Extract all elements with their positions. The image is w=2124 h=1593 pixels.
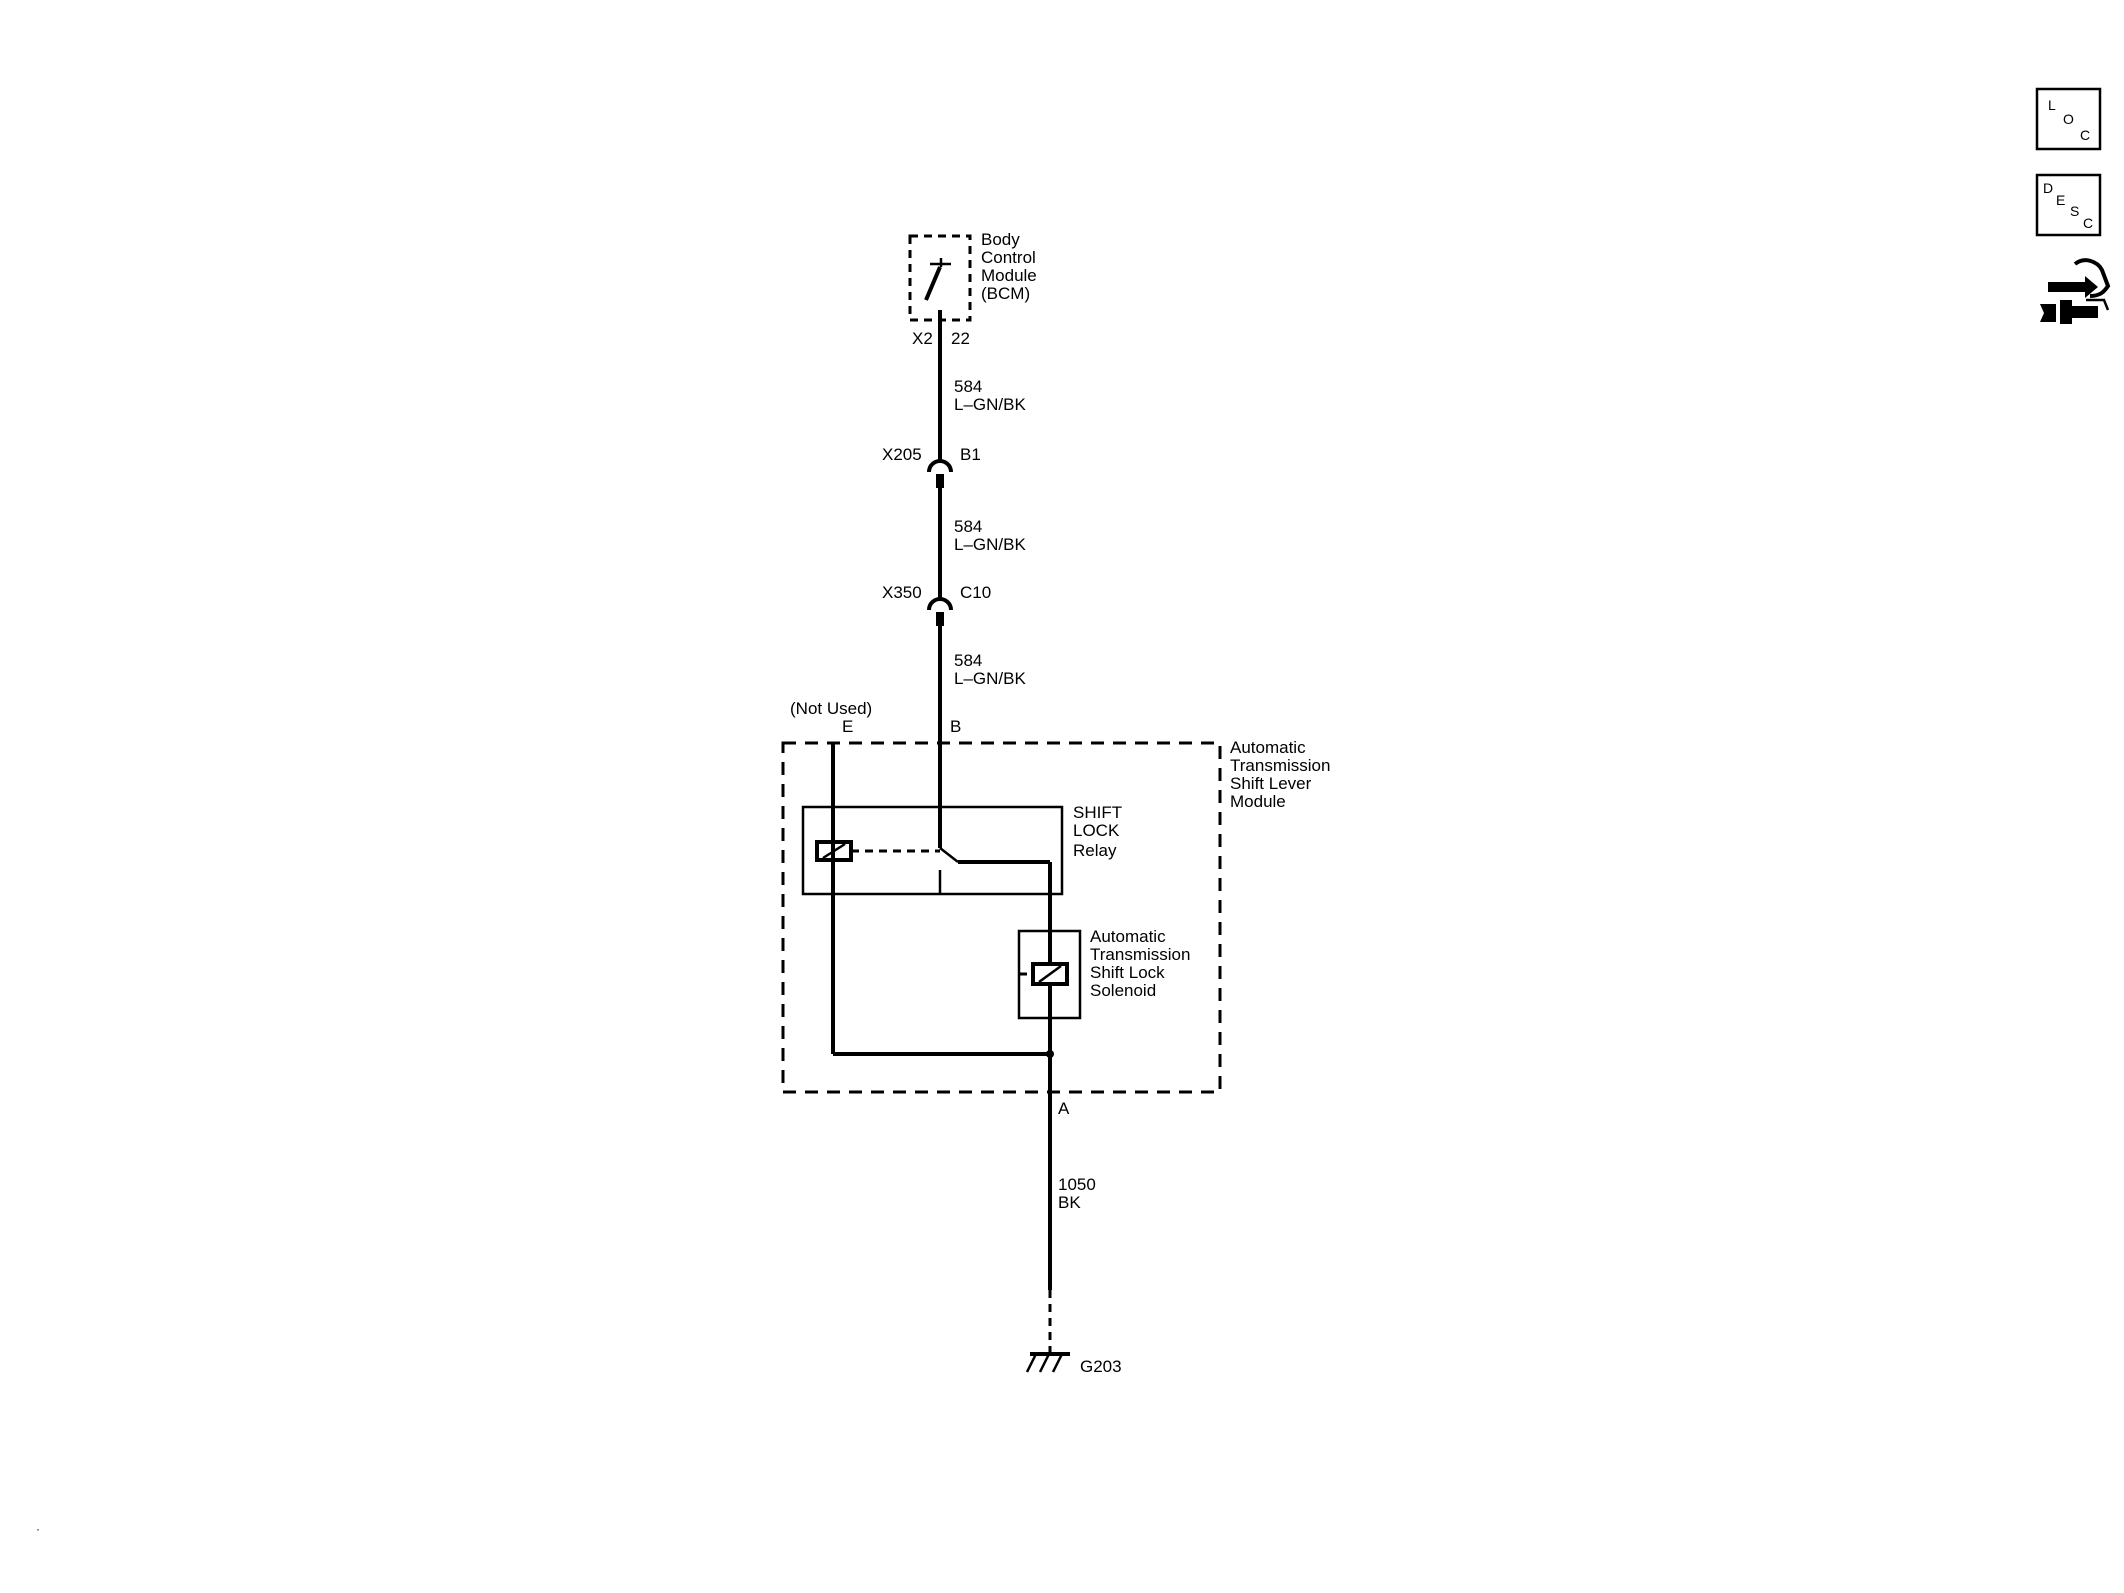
wire1-color: L–GN/BK	[954, 395, 1026, 414]
ground-name: G203	[1080, 1357, 1122, 1376]
shift-lock-relay: SHIFT LOCK Relay	[801, 803, 1122, 940]
module-label-line2: Transmission	[1230, 756, 1330, 775]
shift-lever-module-box	[781, 741, 1222, 1094]
pin-a-label: A	[1058, 1099, 1070, 1118]
bcm-dashed-box	[908, 234, 972, 322]
wire3-color: L–GN/BK	[954, 669, 1026, 688]
pin-e-note: (Not Used)	[790, 699, 872, 718]
solenoid-label-line4: Solenoid	[1090, 981, 1156, 1000]
svg-text:L: L	[2048, 97, 2056, 113]
bcm-label-line4: (BCM)	[981, 284, 1030, 303]
bcm-component: Body Control Module (BCM) X2 22	[908, 230, 1037, 348]
loc-button[interactable]: L O C	[2035, 87, 2102, 151]
solenoid-label-line3: Shift Lock	[1090, 963, 1165, 982]
relay-label-line1: SHIFT	[1073, 803, 1122, 822]
svg-text:C: C	[2080, 127, 2090, 143]
svg-text:C: C	[2083, 215, 2093, 231]
relay-box	[801, 805, 1064, 896]
bcm-connector-label: X2	[912, 329, 933, 348]
x205-name: X205	[882, 445, 922, 464]
svg-text:D: D	[2043, 180, 2053, 196]
module-label-line3: Shift Lever	[1230, 774, 1312, 793]
relay-switch-arm	[939, 847, 959, 863]
bcm-label-line2: Control	[981, 248, 1036, 267]
pin-b-label: B	[950, 717, 961, 736]
connector-hand-icon[interactable]	[2030, 250, 2111, 334]
bcm-label-line3: Module	[981, 266, 1037, 285]
wire1-circuit: 584	[954, 377, 982, 396]
bcm-switch-contact	[924, 266, 942, 301]
module-label-line1: Automatic	[1230, 738, 1306, 757]
wire2-circuit: 584	[954, 517, 982, 536]
solenoid-label-line1: Automatic	[1090, 927, 1166, 946]
relay-label-line3: Relay	[1073, 841, 1117, 860]
desc-button[interactable]: D E S C	[2035, 173, 2102, 237]
svg-text:O: O	[2063, 111, 2074, 127]
relay-label-line2: LOCK	[1073, 821, 1120, 840]
ground-symbol-icon: G203	[1025, 1352, 1122, 1376]
svg-text:E: E	[2056, 192, 2065, 208]
x350-name: X350	[882, 583, 922, 602]
shift-lock-solenoid: Automatic Transmission Shift Lock Soleno…	[1017, 927, 1190, 1054]
x350-pin: C10	[960, 583, 991, 602]
ground-wire-color: BK	[1058, 1193, 1081, 1212]
pin-e-label: E	[842, 717, 853, 736]
bcm-pin-label: 22	[951, 329, 970, 348]
solenoid-label-line2: Transmission	[1090, 945, 1190, 964]
corner-mark: ·	[36, 1522, 40, 1536]
module-label-line4: Module	[1230, 792, 1286, 811]
svg-text:S: S	[2070, 203, 2079, 219]
wire2-color: L–GN/BK	[954, 535, 1026, 554]
x205-pin: B1	[960, 445, 981, 464]
connector-x205: X205 B1	[882, 445, 981, 488]
connector-x350: X350 C10	[882, 583, 991, 626]
ground-wire-circuit: 1050	[1058, 1175, 1096, 1194]
wire3-circuit: 584	[954, 651, 982, 670]
bcm-label-line1: Body	[981, 230, 1020, 249]
